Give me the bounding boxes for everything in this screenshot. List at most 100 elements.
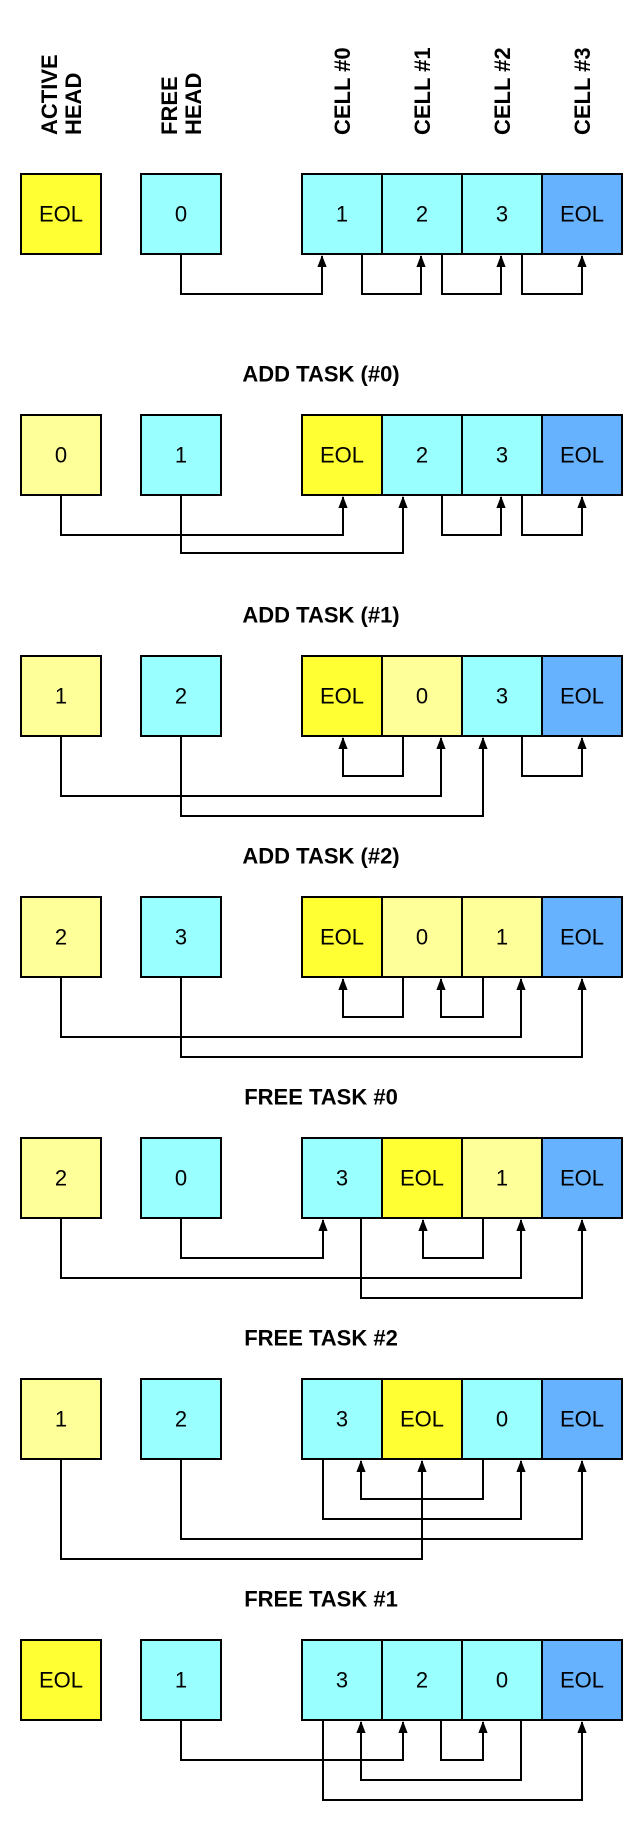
cell-1-box [381,896,463,978]
cell-3-box [541,173,623,255]
pointer-wire [521,495,582,536]
active-head-box [20,896,102,978]
pointer-wire [180,1459,582,1540]
pointer-wire [60,495,343,536]
active-head-value: EOL [39,1668,83,1693]
cell-0-value: 1 [336,202,348,227]
header-line: CELL #0 [330,47,355,135]
active-head-box [20,1378,102,1460]
active-head-value: 2 [55,1166,67,1191]
pointer-wire [180,1218,323,1259]
free-head-box [140,173,222,255]
cell-3-value: EOL [560,1166,604,1191]
pointer-wire [180,254,322,295]
pointer-wire [180,1720,403,1761]
cell-2-value: 3 [496,684,508,709]
pointer-wire [360,1218,582,1299]
cell-0-value: EOL [320,684,364,709]
pointer-wire [441,495,501,536]
header-line: HEAD [181,73,206,135]
cell-1-value: 2 [416,443,428,468]
cell-0-box [301,1137,383,1219]
cell-0-box [301,896,383,978]
pointer-wire [60,736,441,797]
cell-2-value: 3 [496,202,508,227]
cell-2-box [461,655,543,737]
header-line: CELL #3 [570,47,595,135]
pointer-wire [361,1720,522,1781]
stage-0: EOL 0 1 2 3 EOL [20,173,623,295]
pointer-wire [441,977,484,1018]
cell-3-value: EOL [560,202,604,227]
pointer-wire [180,495,403,554]
pointer-wire [60,1459,422,1560]
header-cell-0: CELL #0 [330,47,355,135]
cell-1-box [381,1137,463,1219]
cell-1-value: EOL [400,1407,444,1432]
cell-2-box [461,1639,543,1721]
pointer-wire [60,977,521,1038]
cell-2-box [461,173,543,255]
stage-title: FREE TASK #1 [244,1587,398,1612]
pointer-wire [441,254,501,295]
cell-1-value: 2 [416,1668,428,1693]
free-head-value: 0 [175,202,187,227]
stage-title: ADD TASK (#0) [242,362,399,387]
cell-2-value: 1 [496,1166,508,1191]
pointer-wire [343,736,404,777]
cell-2-box [461,896,543,978]
cell-1-value: 2 [416,202,428,227]
cell-0-box [301,414,383,496]
active-head-box [20,173,102,255]
free-head-box [140,414,222,496]
cell-2-value: 0 [496,1668,508,1693]
cell-3-value: EOL [560,1668,604,1693]
cell-1-value: EOL [400,1166,444,1191]
pointer-wire [440,1720,483,1761]
pointer-wire [521,254,582,295]
pointer-wire [180,736,483,817]
pointer-wire [521,736,582,777]
cell-3-box [541,1378,623,1460]
pointer-wire [322,1720,582,1801]
cell-3-value: EOL [560,443,604,468]
cell-0-value: EOL [320,925,364,950]
free-head-value: 1 [175,443,187,468]
cell-3-box [541,896,623,978]
free-head-box [140,655,222,737]
active-head-value: 0 [55,443,67,468]
header-cell-2: CELL #2 [490,47,515,135]
pointer-wire [423,1218,484,1259]
active-head-box [20,1639,102,1721]
cell-3-box [541,1639,623,1721]
cell-0-box [301,173,383,255]
cell-0-value: 3 [336,1166,348,1191]
active-head-value: EOL [39,202,83,227]
cell-1-box [381,414,463,496]
header-line: ACTIVE [37,54,62,135]
free-head-value: 2 [175,684,187,709]
stage-title: FREE TASK #2 [244,1326,398,1351]
free-head-value: 3 [175,925,187,950]
free-head-value: 2 [175,1407,187,1432]
header-cell-3: CELL #3 [570,47,595,135]
cell-1-value: 0 [416,684,428,709]
cell-2-value: 0 [496,1407,508,1432]
cell-3-value: EOL [560,925,604,950]
cell-2-box [461,1137,543,1219]
cell-1-box [381,655,463,737]
free-head-value: 0 [175,1166,187,1191]
pointer-wire [180,977,582,1058]
active-head-box [20,1137,102,1219]
stage-title: ADD TASK (#2) [242,844,399,869]
cell-2-box [461,1378,543,1460]
